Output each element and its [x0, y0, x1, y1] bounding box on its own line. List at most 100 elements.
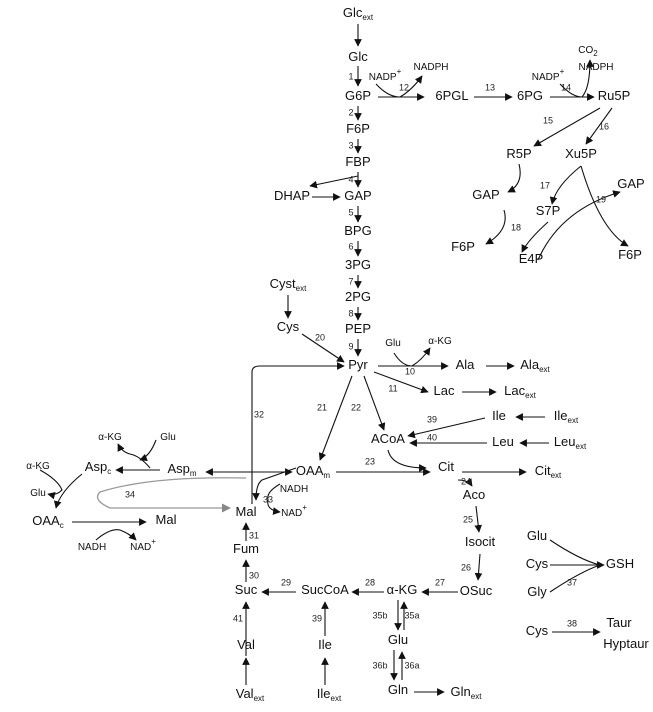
metabolite-glu: Glu — [388, 632, 408, 647]
cofactor-nadph2: NADPH — [578, 62, 613, 73]
arrow-17 — [549, 165, 582, 205]
metabolite-succoa: SucCoA — [301, 582, 349, 597]
metabolite-mal: Mal — [236, 504, 257, 519]
arrow-26 — [474, 553, 483, 581]
arrow-11 — [373, 371, 429, 394]
metabolite-pep: PEP — [345, 321, 371, 336]
cofactor-nadh-m: NADH — [280, 484, 308, 495]
arrow-acoa-cit — [387, 449, 427, 472]
metabolite-akg: α-KG — [387, 582, 418, 597]
reaction-number-27: 27 — [435, 577, 445, 587]
metabolite-bpg: BPG — [344, 223, 371, 238]
metabolite-lac-ext: Lacext — [504, 383, 536, 400]
cofactor-nad-m: NAD+ — [281, 503, 307, 519]
metabolite-oaa-c: OAAc — [32, 513, 63, 530]
metabolite-pg2: 2PG — [345, 289, 371, 304]
metabolite-cit-ext: Citext — [535, 463, 562, 480]
metabolite-leu: Leu — [492, 434, 514, 449]
metabolite-ru5p: Ru5P — [598, 88, 631, 103]
metabolite-gap-ppp2: GAP — [617, 176, 644, 191]
metabolite-gsh-gly: Gly — [527, 584, 547, 599]
metabolite-pgl6: 6PGL — [435, 88, 468, 103]
arrow-19-f6p — [580, 165, 629, 247]
reaction-number-21: 21 — [317, 402, 327, 412]
metabolite-asp-c: Aspc — [85, 459, 111, 476]
metabolite-fbp: FBP — [345, 154, 370, 169]
metabolite-ile: Ile — [492, 408, 506, 423]
reaction-number-13: 13 — [485, 82, 495, 92]
arrow-32 — [251, 362, 345, 504]
arrow-aspc-oaac — [53, 473, 83, 509]
metabolite-ile-ext: Ileext — [554, 408, 579, 425]
reaction-number-3: 3 — [348, 140, 353, 150]
metabolite-hyptaur: Hyptaur — [603, 636, 649, 651]
metabolite-osuc: OSuc — [460, 583, 493, 598]
metabolite-lac: Lac — [434, 383, 455, 398]
metabolite-f6p: F6P — [346, 121, 370, 136]
cofactor-glu-c: Glu — [30, 488, 46, 499]
metabolite-dhap: DHAP — [274, 188, 310, 203]
metabolite-aco: Aco — [463, 487, 485, 502]
reaction-number-19: 19 — [596, 194, 606, 204]
metabolite-s7p: S7P — [536, 203, 561, 218]
metabolite-ala: Ala — [456, 357, 476, 372]
metabolite-pg6: 6PG — [517, 88, 543, 103]
reaction-number-7: 7 — [348, 276, 353, 286]
arrow-nadh-nad — [95, 529, 137, 541]
metabolite-taur: Taur — [606, 615, 632, 630]
metabolite-f6p-ppp2: F6P — [618, 247, 642, 262]
arrow-18-f6p — [485, 209, 506, 245]
reaction-number-11: 11 — [388, 383, 397, 393]
arrow-20 — [301, 333, 345, 363]
metabolite-gap-ppp1: GAP — [472, 187, 499, 202]
arrow-37-gly — [549, 564, 601, 593]
metabolite-ala-ext: Alaext — [520, 357, 550, 374]
reaction-number-38: 38 — [567, 618, 577, 628]
arrow-22 — [363, 375, 386, 431]
reaction-number-37: 37 — [567, 577, 577, 587]
metabolite-val-ext: Valext — [236, 686, 265, 703]
reaction-number-12: 12 — [399, 82, 409, 92]
metabolite-cit: Cit — [438, 459, 454, 474]
metabolite-acoa: ACoA — [371, 431, 405, 446]
metabolite-f6p-ppp1: F6P — [451, 239, 475, 254]
reaction-number-2: 2 — [348, 107, 353, 117]
metabolite-val: Val — [237, 637, 255, 652]
metabolite-gsh-glu: Glu — [527, 528, 547, 543]
reaction-number-22: 22 — [351, 402, 361, 412]
reaction-number-25: 25 — [463, 514, 473, 524]
reaction-number-28: 28 — [365, 577, 375, 587]
reaction-number-36b: 36b — [372, 660, 387, 670]
reaction-number-5: 5 — [348, 207, 353, 217]
arrow-asp-akg — [117, 443, 151, 469]
cofactor-glu-asp: Glu — [160, 432, 176, 443]
arrow-18 — [521, 221, 549, 253]
arrow-asp-glu — [139, 439, 157, 461]
reaction-number-20: 20 — [315, 332, 325, 342]
reaction-number-41: 41 — [233, 613, 243, 623]
metabolite-g6p: G6P — [345, 88, 371, 103]
metabolite-pg3: 3PG — [345, 257, 371, 272]
metabolite-gap: GAP — [344, 188, 371, 203]
reaction-number-30: 30 — [249, 570, 259, 580]
reaction-number-39: 39 — [312, 613, 322, 623]
metabolite-glc: Glc — [348, 49, 368, 64]
metabolite-ile2: Ile — [318, 637, 332, 652]
metabolite-fum: Fum — [233, 541, 259, 556]
arrow-17-gap — [507, 163, 521, 193]
metabolite-gsh: GSH — [606, 556, 634, 571]
arrow-25 — [474, 505, 483, 533]
arrow-21 — [318, 375, 353, 461]
metabolite-e4p: E4P — [519, 251, 544, 266]
reaction-number-15: 15 — [543, 115, 553, 125]
cofactor-nadp2: NADP+ — [532, 67, 565, 83]
metabolite-gln: Gln — [388, 682, 408, 697]
arrow-10-akg — [393, 347, 431, 367]
cofactor-glu-ala: Glu — [385, 338, 401, 349]
reaction-arrows — [39, 24, 629, 696]
metabolite-suc: Suc — [235, 582, 258, 597]
arrow-12-nadph — [375, 75, 423, 98]
